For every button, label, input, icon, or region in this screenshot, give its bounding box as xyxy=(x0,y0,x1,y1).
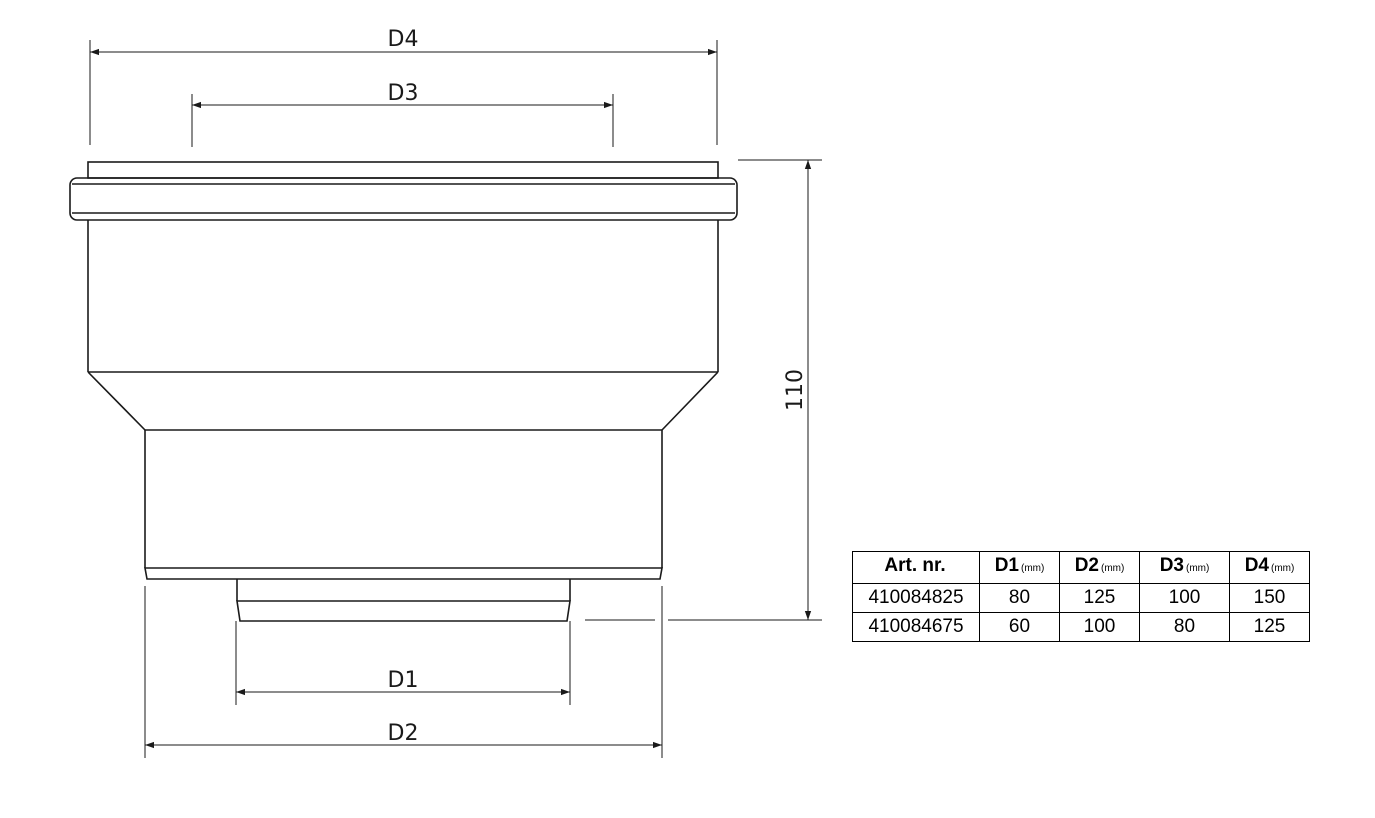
spec-table: Art. nr. D1(mm) D2(mm) D3(mm) D4(mm) 410… xyxy=(852,551,1310,642)
header-d3: D3(mm) xyxy=(1139,551,1230,584)
cell-d1: 80 xyxy=(979,583,1060,613)
cell-d4: 125 xyxy=(1229,612,1310,642)
dimension-d3: D3 xyxy=(191,81,614,147)
header-d2: D2(mm) xyxy=(1059,551,1140,584)
height-label: 110 xyxy=(783,369,808,411)
d2-label: D2 xyxy=(388,721,419,746)
cell-d2: 125 xyxy=(1059,583,1140,613)
collar xyxy=(69,177,738,221)
table-row: 410084675 60 100 80 125 xyxy=(852,612,1310,642)
header-d4: D4(mm) xyxy=(1229,551,1310,584)
d3-label: D3 xyxy=(388,81,419,106)
cell-d2: 100 xyxy=(1059,612,1140,642)
d1-label: D1 xyxy=(388,668,419,693)
dimension-d4: D4 xyxy=(89,27,718,145)
cell-art-nr: 410084675 xyxy=(852,612,980,642)
reducer-outline xyxy=(69,161,738,622)
cone-right xyxy=(661,371,719,431)
cell-d4: 150 xyxy=(1229,583,1310,613)
top-lip xyxy=(87,161,719,179)
header-d1: D1(mm) xyxy=(979,551,1060,584)
table-header-row: Art. nr. D1(mm) D2(mm) D3(mm) D4(mm) xyxy=(852,551,1310,584)
cell-d3: 80 xyxy=(1139,612,1230,642)
dimension-d1: D1 xyxy=(235,621,571,705)
lower-ring xyxy=(144,567,663,580)
dimension-height: 110 xyxy=(585,159,822,621)
header-art-nr: Art. nr. xyxy=(852,551,980,584)
d4-label: D4 xyxy=(388,27,419,52)
table-row: 410084825 80 125 100 150 xyxy=(852,583,1310,613)
spigot-bevel xyxy=(236,600,571,622)
cell-art-nr: 410084825 xyxy=(852,583,980,613)
dimension-d2: D2 xyxy=(144,586,663,758)
cell-d3: 100 xyxy=(1139,583,1230,613)
cone-left xyxy=(87,371,146,431)
cell-d1: 60 xyxy=(979,612,1060,642)
